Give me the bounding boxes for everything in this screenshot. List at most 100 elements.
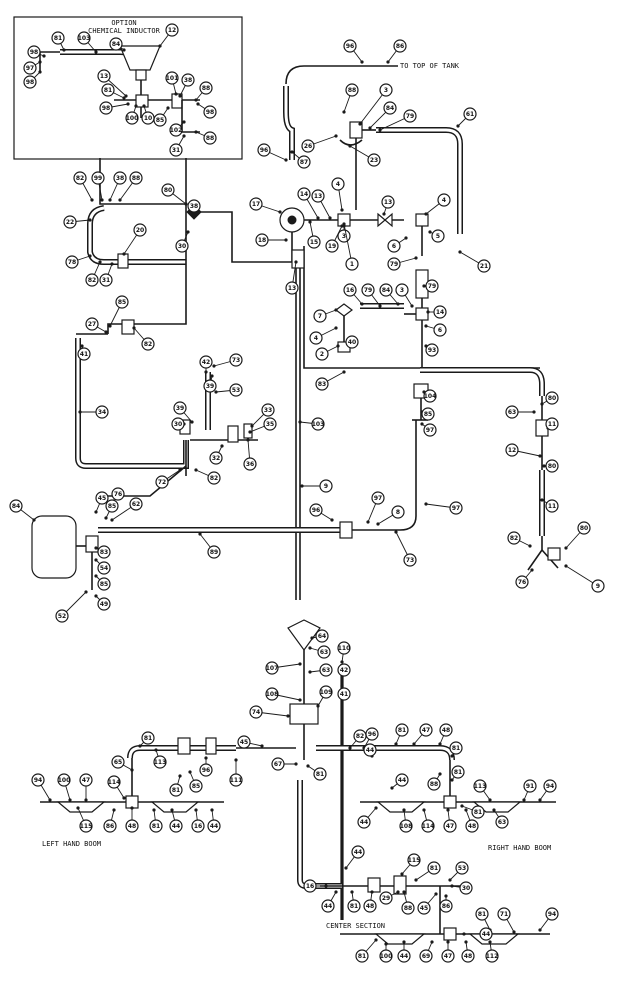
callout-99: 99	[91, 171, 105, 202]
callout-number: 44	[366, 747, 374, 754]
callout-number: 67	[274, 761, 282, 768]
callout-dot	[492, 808, 496, 812]
callout-circle	[175, 239, 189, 253]
callout-dot	[330, 518, 334, 522]
callout-88: 88	[194, 130, 217, 145]
callout-number: 85	[156, 117, 164, 124]
callout-dot	[358, 122, 362, 126]
callout-dot	[194, 98, 198, 102]
callout-dot	[376, 522, 380, 526]
callout-number: 47	[82, 777, 90, 784]
callout-44: 44	[397, 940, 411, 963]
callout-number: 15	[310, 239, 318, 246]
callout-dot	[94, 574, 98, 578]
callout-dot	[384, 942, 388, 946]
callout-number: 41	[80, 351, 88, 358]
callout-dot	[434, 892, 438, 896]
callout-circle	[337, 663, 351, 677]
callout-63: 63	[308, 645, 331, 659]
callout-circle	[189, 779, 203, 793]
callout-number: 64	[318, 633, 326, 640]
callout-4: 4	[309, 326, 338, 345]
callout-dot	[84, 590, 88, 594]
callout-dot	[414, 256, 418, 260]
callout-dot	[298, 420, 302, 424]
callout-number: 115	[80, 823, 93, 830]
callout-4: 4	[424, 193, 451, 216]
callout-dot	[108, 198, 112, 202]
callout-73: 73	[394, 530, 417, 567]
callout-100: 100	[379, 942, 393, 963]
callout-number: 100	[126, 115, 139, 122]
callout-88: 88	[118, 171, 143, 202]
callout-number: 17	[252, 201, 260, 208]
callout-circle	[229, 383, 243, 397]
callout-circle	[441, 949, 455, 963]
callout-number: 113	[474, 783, 487, 790]
callout-number: 85	[108, 503, 116, 510]
callout-dot	[420, 422, 424, 426]
callout-circle	[425, 279, 439, 293]
callout-number: 31	[172, 147, 180, 154]
callout-number: 4	[442, 197, 446, 204]
callout-circle	[97, 597, 111, 611]
callout-dot	[90, 198, 94, 202]
callout-61: 61	[456, 107, 477, 128]
callout-circle	[337, 641, 351, 655]
callout-number: 83	[100, 549, 108, 556]
callout-96: 96	[257, 143, 288, 162]
callout-number: 73	[232, 357, 240, 364]
callout-dot	[394, 530, 398, 534]
callout-circle	[495, 815, 509, 829]
callout-dot	[306, 764, 310, 768]
callout-circle	[351, 845, 365, 859]
callout-number: 88	[404, 905, 412, 912]
callout-circle	[577, 521, 591, 535]
callout-circle	[545, 459, 559, 473]
callout-dot	[290, 150, 294, 154]
callout-circle	[421, 819, 435, 833]
callout-circle	[419, 949, 433, 963]
callout-circle	[473, 779, 487, 793]
callout-circle	[387, 257, 401, 271]
callout-number: 33	[264, 407, 272, 414]
callout-dot	[204, 370, 208, 374]
callout-number: 36	[246, 461, 254, 468]
callout-number: 93	[428, 347, 436, 354]
callout-circle	[419, 723, 433, 737]
callout-84: 84	[9, 499, 36, 522]
callout-dot	[32, 518, 36, 522]
callout-79: 79	[422, 279, 439, 293]
callout-dot	[378, 128, 382, 132]
callout-circle	[365, 727, 379, 741]
callout-dot	[334, 890, 338, 894]
callout-dot	[464, 940, 468, 944]
callout-82: 82	[85, 260, 102, 287]
callout-94: 94	[538, 779, 557, 802]
callout-number: 82	[76, 175, 84, 182]
callout-circle	[315, 377, 329, 391]
callout-number: 81	[350, 903, 358, 910]
callout-98: 98	[27, 45, 46, 59]
callout-circle	[113, 171, 127, 185]
callout-circle	[317, 645, 331, 659]
callout-30: 30	[450, 881, 473, 895]
callout-80: 80	[540, 391, 559, 406]
callout-dot	[130, 768, 134, 772]
callout-number: 9	[324, 483, 328, 490]
callout-111: 111	[229, 758, 243, 787]
callout-leader	[359, 89, 387, 125]
callout-circle	[315, 629, 329, 643]
callout-dot	[458, 250, 462, 254]
callout-circle	[95, 405, 109, 419]
right-hand-boom-label: RIGHT HAND BOOM	[488, 844, 551, 852]
callout-circle	[427, 777, 441, 791]
callout-103: 103	[298, 417, 325, 431]
callout-dot	[108, 324, 112, 328]
callout-dot	[94, 594, 98, 598]
callout-38: 38	[187, 199, 201, 213]
callout-44: 44	[169, 808, 183, 833]
callout-3: 3	[337, 224, 351, 243]
callout-number: 80	[548, 463, 556, 470]
callout-circle	[153, 755, 167, 769]
